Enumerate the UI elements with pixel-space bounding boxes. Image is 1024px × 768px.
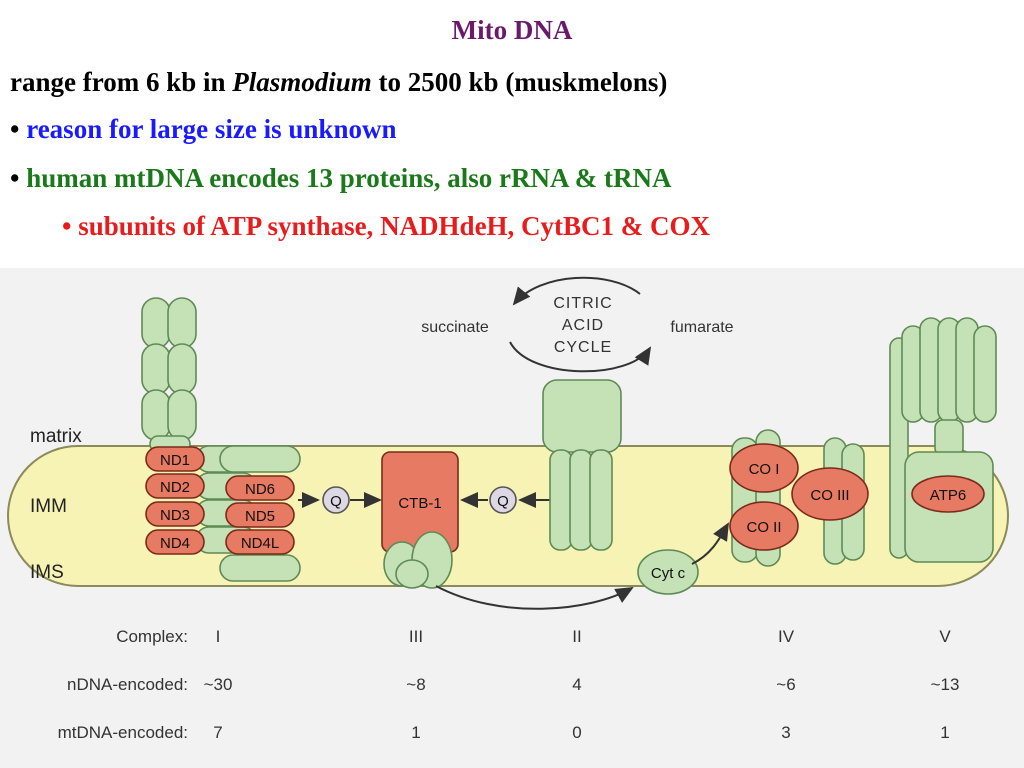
row-label-mtdna: mtDNA-encoded:	[58, 723, 188, 742]
co2-label: CO II	[746, 519, 781, 536]
title-text: Mito DNA	[451, 15, 573, 45]
co3-subunit	[791, 467, 869, 521]
citric-label: CITRIC	[553, 295, 612, 312]
row-label-ndna: nDNA-encoded:	[67, 675, 188, 694]
atp6-label: ATP6	[930, 487, 966, 504]
cycle-arrow-top	[512, 276, 641, 306]
mtdna-col-2: 1	[411, 723, 420, 742]
q-label-left: Q	[330, 493, 342, 510]
complex-col-4: IV	[778, 627, 795, 646]
mtdna-col-5: 1	[940, 723, 949, 742]
complex-col-3: II	[572, 627, 581, 646]
mtdna-col-4: 3	[781, 723, 790, 742]
acid-label: ACID	[562, 317, 604, 334]
complex-ii	[542, 379, 622, 551]
imm-label: IMM	[30, 496, 67, 517]
ndna-col-2: ~8	[406, 675, 425, 694]
row-label-complex: Complex:	[116, 627, 188, 646]
size-range-suffix: to 2500 kb (muskmelons)	[371, 67, 668, 97]
size-range-line: range from 6 kb in Plasmodium to 2500 kb…	[10, 66, 667, 98]
bullet-marker: •	[10, 114, 20, 144]
q-label-right: Q	[497, 493, 509, 510]
arrow-cytc-to-complex-iv	[691, 522, 729, 565]
ndna-col-5: ~13	[931, 675, 960, 694]
cycle-arrow-bottom	[509, 341, 652, 373]
mtdna-col-1: 7	[213, 723, 222, 742]
bullet-marker: •	[10, 163, 20, 193]
plasmodium-term: Plasmodium	[232, 67, 372, 97]
bullet-large-size-text: reason for large size is unknown	[26, 114, 397, 144]
co3-label: CO III	[810, 487, 849, 504]
co2-subunit	[729, 501, 799, 551]
ndna-col-4: ~6	[776, 675, 795, 694]
cycle-label: CYCLE	[554, 339, 612, 356]
co1-label: CO I	[749, 461, 780, 478]
complex-iii-ims-domain	[383, 531, 453, 589]
ndna-col-3: 4	[572, 675, 581, 694]
nd4l-label: ND4L	[241, 535, 279, 552]
nd6-label: ND6	[245, 481, 275, 498]
nd3-label: ND3	[160, 507, 190, 524]
nd4-label: ND4	[160, 535, 190, 552]
fumarate-label: fumarate	[670, 319, 733, 336]
complex-col-2: III	[409, 627, 423, 646]
encoding-table: Complex: nDNA-encoded: mtDNA-encoded: I …	[58, 627, 960, 742]
ubiquinone-right	[489, 486, 517, 514]
sub-bullet-prefix: subunits of ATP synthase,	[78, 211, 381, 241]
bullet-large-size: • reason for large size is unknown	[10, 113, 396, 145]
nd1-label: ND1	[160, 452, 190, 469]
cytochrome-c	[637, 549, 699, 595]
electron-transport-diagram: matrix IMM IMS ND1 ND2 ND3 ND4 ND6 ND5 N…	[0, 268, 1024, 768]
complex-v	[889, 317, 997, 563]
complex-col-5: V	[939, 627, 951, 646]
ubiquinone-left	[322, 486, 350, 514]
co1-subunit	[729, 443, 799, 493]
nd2-label: ND2	[160, 479, 190, 496]
nd-subunits: ND1 ND2 ND3 ND4 ND6 ND5 ND4L	[145, 446, 295, 555]
bullet-mtdna-encodes-text: human mtDNA encodes 13 proteins, also rR…	[26, 163, 672, 193]
bullet-mtdna-encodes: • human mtDNA encodes 13 proteins, also …	[10, 162, 671, 194]
atp6-subunit	[911, 475, 985, 513]
slide-title: Mito DNA	[0, 14, 1024, 46]
citric-acid-cycle: CITRIC ACID CYCLE succinate fumarate	[421, 276, 734, 373]
ims-label: IMS	[30, 562, 64, 583]
mtdna-col-3: 0	[572, 723, 581, 742]
size-range-prefix: range from 6 kb in	[10, 67, 233, 97]
arrow-to-cytc	[435, 585, 634, 610]
ctb1-label: CTB-1	[398, 495, 441, 512]
matrix-label: matrix	[30, 426, 82, 447]
sub-bullet-subunits: • subunits of ATP synthase, NADHdeH, Cyt…	[62, 210, 710, 242]
complex-i-arm	[141, 297, 197, 453]
sub-bullet-complexes: NADHdeH, CytBC1 & COX	[380, 211, 711, 241]
complex-col-1: I	[216, 627, 221, 646]
bullet-marker: •	[62, 211, 72, 241]
nd5-label: ND5	[245, 508, 275, 525]
cytc-label: Cyt c	[651, 565, 686, 582]
ndna-col-1: ~30	[204, 675, 233, 694]
succinate-label: succinate	[421, 319, 489, 336]
